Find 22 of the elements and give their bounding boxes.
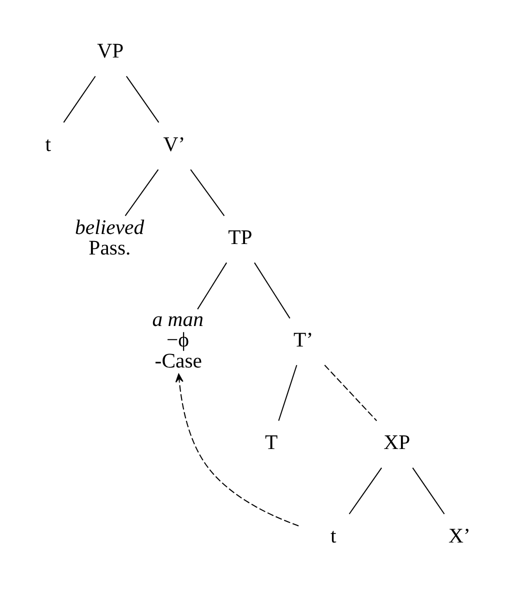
node-text: VP (97, 40, 124, 62)
node-text: X’ (448, 525, 470, 548)
node-text: XP (384, 432, 410, 454)
connector (126, 76, 160, 123)
node-text: a man −ϕ -Case (152, 308, 204, 372)
connector (324, 364, 377, 422)
connector (63, 76, 96, 123)
node-text: T’ (294, 330, 314, 352)
node-text: t (330, 525, 336, 548)
node-text: TP (228, 227, 252, 250)
node-text: t (45, 134, 52, 156)
arrow (175, 374, 299, 526)
connector (278, 364, 298, 421)
connector (412, 468, 445, 514)
node-text: T (265, 432, 278, 454)
node-text: V’ (163, 134, 186, 156)
connector (197, 262, 228, 310)
connector (124, 169, 159, 216)
connector (348, 468, 382, 514)
node-text: believed Pass. (75, 216, 144, 260)
connector (254, 262, 290, 319)
connector (190, 169, 225, 216)
